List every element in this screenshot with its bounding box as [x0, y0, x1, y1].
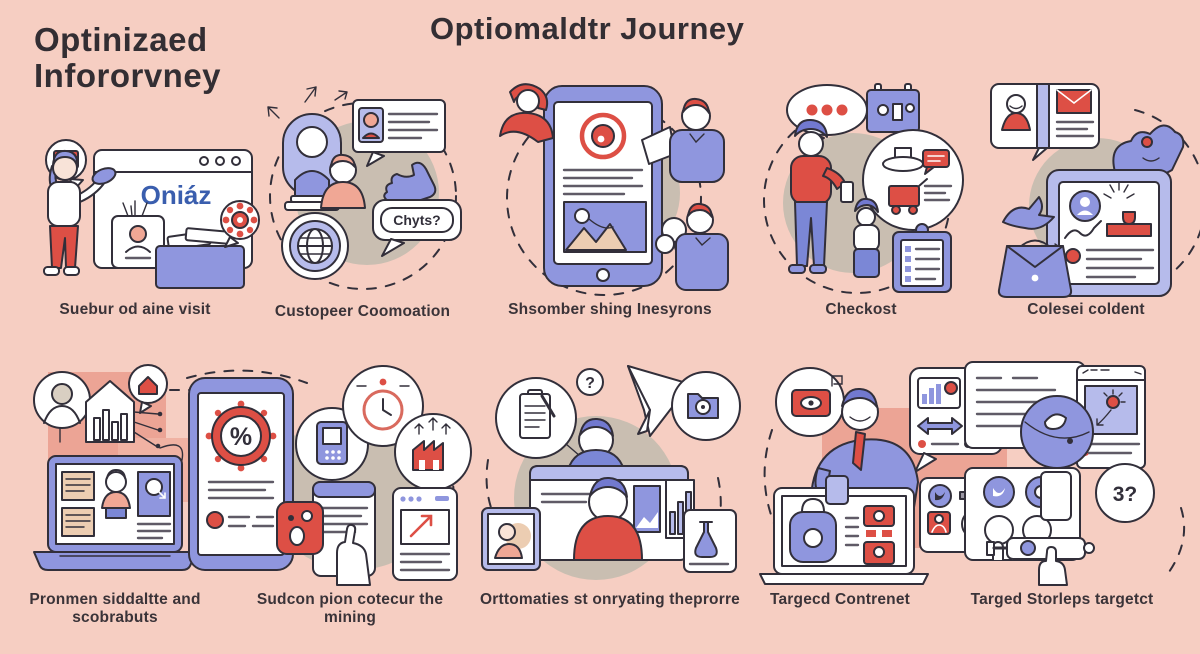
flask-card-icon [683, 509, 737, 573]
man-balloons-figure [655, 202, 729, 291]
browser-window-icon: Oniáz [93, 149, 253, 269]
growth-doc-icon [392, 487, 458, 581]
illustration-discount-mobile: % [186, 365, 472, 586]
question-bubble-icon: ? [576, 368, 604, 396]
secure-folder-bubble-icon [671, 371, 741, 441]
globe-icon [281, 212, 349, 280]
thinking-bubble-icon: 3? [1095, 463, 1155, 523]
house-chart-icon [85, 380, 163, 449]
contact-email-card-icon [990, 83, 1100, 161]
discount-phone-icon: % [188, 377, 294, 571]
tablet-report-icon [1046, 169, 1172, 297]
caption-site-analytics: Pronmen siddaltte and scobrabuts [29, 591, 201, 626]
avatar-circle-icon [33, 371, 91, 443]
panel-customer-communication: Chyts? [255, 78, 470, 293]
illustration-mobile-shopping [499, 83, 729, 296]
caption-discount-mobile: Sudcon pion cotecur the mining [256, 591, 444, 626]
panel-checkout [755, 78, 967, 294]
clipboard-bubble-icon [495, 377, 581, 459]
clock-bubble-icon [342, 365, 424, 447]
person-bust [320, 153, 366, 209]
caption-mobile-shopping: Shsomber shing Inesyrons [508, 301, 712, 318]
chat-card-icon [352, 99, 446, 167]
browser-title-text: Oniáz [141, 180, 212, 210]
caption-targeted-content: Targecd Contrenet [769, 591, 911, 608]
caption-onboarding-team: Orttomaties st onryating theprorre [480, 591, 741, 608]
browser-result-card-icon [1049, 365, 1146, 469]
panel-content-collection [985, 78, 1200, 298]
video-call-card-icon [481, 507, 541, 571]
chat-question-text: Chyts? [393, 212, 440, 228]
heading-center: Optiomaldtr Journey [430, 11, 745, 46]
woman-small-figure [853, 197, 880, 278]
panel-targeted-steps: 3? [964, 360, 1200, 586]
panel-discount-mobile: % [185, 360, 472, 586]
question-chat-bubble: Chyts? [372, 199, 462, 257]
woman-figure [43, 149, 117, 276]
smartphone-icon [543, 85, 663, 287]
globe-sphere-icon [1020, 395, 1094, 469]
gear-bubble-icon [220, 200, 260, 248]
question-text: ? [585, 375, 595, 392]
panel-onboarding-team: ? [478, 360, 741, 585]
man-front-figure [573, 476, 643, 561]
arrows-icon [267, 86, 348, 119]
illustration-onboarding-team: ? [481, 365, 741, 580]
illustration-first-visit: Oniáz [43, 139, 260, 289]
caption-customer-communication: Custopeer Coomoation [274, 303, 451, 320]
mascot-figure [1112, 124, 1185, 180]
illustration-checkout [763, 83, 964, 294]
house-bubble-icon [128, 364, 168, 414]
phone-icon [1040, 471, 1072, 521]
paper-plane-icon [627, 365, 691, 437]
caption-checkout: Checkost [825, 301, 897, 318]
man-phone-figure [788, 118, 854, 274]
illustration-content-collection [990, 83, 1200, 298]
laptop-profile-icon [33, 455, 197, 571]
calendar-icon [866, 83, 920, 133]
eye-box-bubble-icon [775, 367, 845, 437]
percent-text: % [230, 423, 252, 451]
cart-bubble-icon [862, 129, 964, 231]
illustration-customer-communication: Chyts? [267, 86, 462, 290]
panel-mobile-shopping [492, 78, 729, 296]
caption-targeted-steps: Targed Storleps targetct [970, 591, 1154, 608]
caption-first-visit: Suebur od aine visit [59, 301, 211, 318]
red-device-icon [276, 501, 324, 555]
checklist-clipboard-icon [892, 223, 952, 293]
portrait-statue-icon [282, 113, 342, 211]
pointing-hand-icon [336, 523, 371, 586]
heading-left: Optinizaed Infororvney [34, 21, 222, 94]
woman-red-figure [499, 83, 554, 143]
panel-site-analytics [20, 360, 211, 585]
pointing-hand-icon [1038, 546, 1068, 586]
panel-first-visit: Oniáz [8, 138, 260, 298]
store-bubble-icon [394, 413, 472, 491]
caption-content-collection: Colesei coldent [1027, 301, 1145, 318]
man-reading-figure [641, 97, 725, 183]
satchel-bag-icon [997, 196, 1073, 298]
thinking-text: 3? [1113, 483, 1138, 506]
illustration-site-analytics [33, 364, 211, 571]
illustration-targeted-steps: 3? [964, 361, 1186, 586]
laptop-security-icon [759, 475, 929, 585]
